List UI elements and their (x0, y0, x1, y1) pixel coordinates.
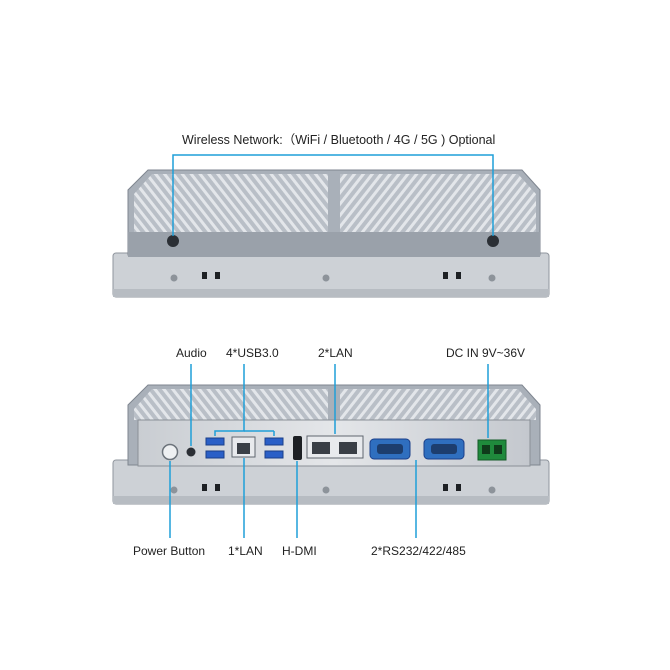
hdmi-port-icon (293, 436, 302, 460)
top-housing-band (128, 232, 540, 257)
usb-port-icon (264, 437, 284, 446)
bottom-fins-right (340, 389, 536, 420)
dc-in-label: DC IN 9V~36V (446, 346, 526, 360)
top-panel-edge (113, 289, 549, 297)
antenna-port-right (487, 235, 499, 247)
lan1-label: 1*LAN (228, 544, 263, 558)
wireless-network-label: Wireless Network:（WiFi / Bluetooth / 4G … (182, 133, 496, 147)
power-button-label: Power Button (133, 544, 206, 558)
slot (202, 484, 207, 491)
screw (322, 486, 330, 494)
slot (215, 272, 220, 279)
top-device-view (112, 169, 550, 298)
bottom-panel-edge (113, 496, 549, 504)
lan-port-jack (237, 443, 250, 454)
slot (202, 272, 207, 279)
bottom-fins-left (134, 389, 328, 420)
wireless-callout-lines (172, 154, 494, 236)
hdmi-label: H-DMI (282, 544, 317, 558)
port-callout-lines (169, 364, 489, 538)
usb-label: 4*USB3.0 (226, 346, 279, 360)
screw (488, 486, 496, 494)
power-button-icon (161, 443, 179, 461)
usb-port-icon (205, 437, 225, 446)
top-fins-left (134, 174, 328, 232)
audio-jack-icon (186, 447, 196, 457)
slot (215, 484, 220, 491)
slot (443, 484, 448, 491)
top-fins-right (340, 174, 536, 232)
screw (488, 274, 496, 282)
slot (456, 484, 461, 491)
audio-label: Audio (176, 346, 207, 360)
lan2-label: 2*LAN (318, 346, 353, 360)
usb-port-icon (205, 450, 225, 459)
serial-label: 2*RS232/422/485 (371, 544, 466, 558)
slot (443, 272, 448, 279)
screw (170, 486, 178, 494)
antenna-port-left (167, 235, 179, 247)
bottom-device-view (112, 384, 550, 505)
screw (170, 274, 178, 282)
slot (456, 272, 461, 279)
screw (322, 274, 330, 282)
usb-port-icon (264, 450, 284, 459)
